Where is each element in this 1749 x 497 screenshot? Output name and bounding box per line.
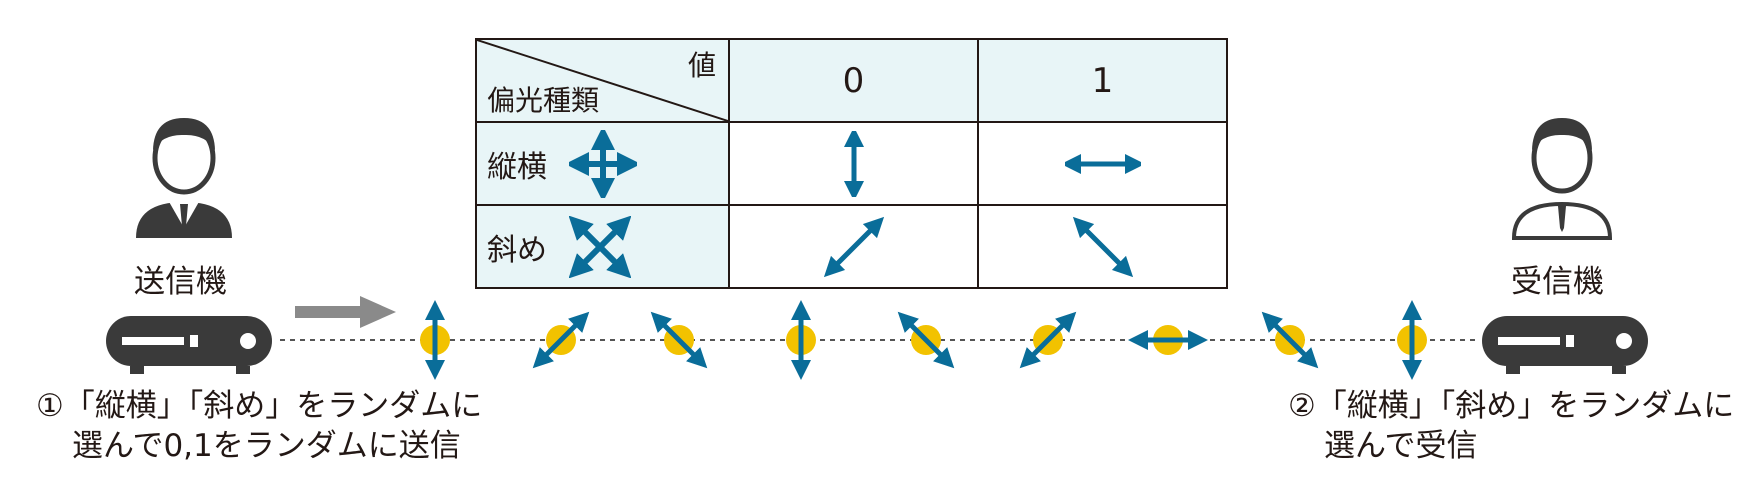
- corner-value-label: 値: [687, 49, 716, 82]
- receiver-person-icon: [1511, 118, 1613, 240]
- cross-arrows-icon: [569, 129, 637, 198]
- photon-stream: [420, 300, 1427, 380]
- corner-kind-label: 偏光種類: [487, 84, 600, 117]
- photon-polarization-arrow: [1261, 311, 1319, 369]
- cell-rectilinear-1: [977, 121, 1228, 206]
- sender-device-icon: [106, 316, 272, 374]
- row-header-rectilinear: 縦横: [475, 121, 730, 206]
- corner-diagonal: [477, 40, 728, 121]
- col-header-1: 1: [977, 38, 1228, 123]
- receiver-caption-line1: ②「縦横」「斜め」をランダムに: [1288, 388, 1735, 424]
- table-corner-cell: 値 偏光種類: [475, 38, 730, 123]
- photon: [1261, 311, 1319, 369]
- horizontal-arrow-icon: [1064, 153, 1141, 174]
- receiver-device-icon: [1482, 316, 1648, 374]
- receiver-label: 受信機: [1511, 264, 1604, 300]
- vertical-arrow-icon: [843, 130, 864, 197]
- col-header-0: 0: [728, 38, 979, 123]
- photon: [897, 311, 955, 369]
- sender-caption-line2: 選んで0,1をランダムに送信: [72, 428, 461, 464]
- photon: [1128, 325, 1208, 355]
- sender-label: 送信機: [134, 264, 227, 300]
- diagonal-down-right-arrow-icon: [1072, 216, 1133, 277]
- polarization-table: 値 偏光種類 0 1 縦横: [475, 38, 1228, 289]
- sender-caption-line1: ①「縦横」「斜め」をランダムに: [36, 388, 483, 424]
- row-label-rectilinear: 縦横: [487, 149, 547, 185]
- col-header-0-label: 0: [842, 60, 865, 101]
- receiver-caption: ②「縦横」「斜め」をランダムに 選んで受信: [1288, 386, 1734, 466]
- cell-diagonal-1: [977, 204, 1228, 289]
- row-label-diagonal: 斜め: [487, 232, 547, 268]
- col-header-1-label: 1: [1091, 60, 1114, 101]
- photon: [1397, 300, 1427, 380]
- photon: [650, 311, 708, 369]
- cell-diagonal-0: [728, 204, 979, 289]
- cell-rectilinear-0: [728, 121, 979, 206]
- receiver-caption-line2: 選んで受信: [1324, 428, 1478, 464]
- photon: [532, 311, 590, 369]
- diagonal-up-right-arrow-icon: [823, 216, 884, 277]
- row-header-diagonal: 斜め: [475, 204, 730, 289]
- photon-polarization-arrow: [897, 311, 955, 369]
- send-direction-arrow: [295, 296, 396, 328]
- photon: [1019, 311, 1077, 369]
- photon-polarization-arrow: [532, 311, 590, 369]
- photon-polarization-arrow: [650, 311, 708, 369]
- photon: [786, 300, 816, 380]
- sender-caption: ①「縦横」「斜め」をランダムに 選んで0,1をランダムに送信: [36, 386, 482, 466]
- x-arrows-icon: [569, 215, 631, 278]
- sender-person-icon: [136, 118, 232, 238]
- photon-polarization-arrow: [1019, 311, 1077, 369]
- photon: [420, 300, 450, 380]
